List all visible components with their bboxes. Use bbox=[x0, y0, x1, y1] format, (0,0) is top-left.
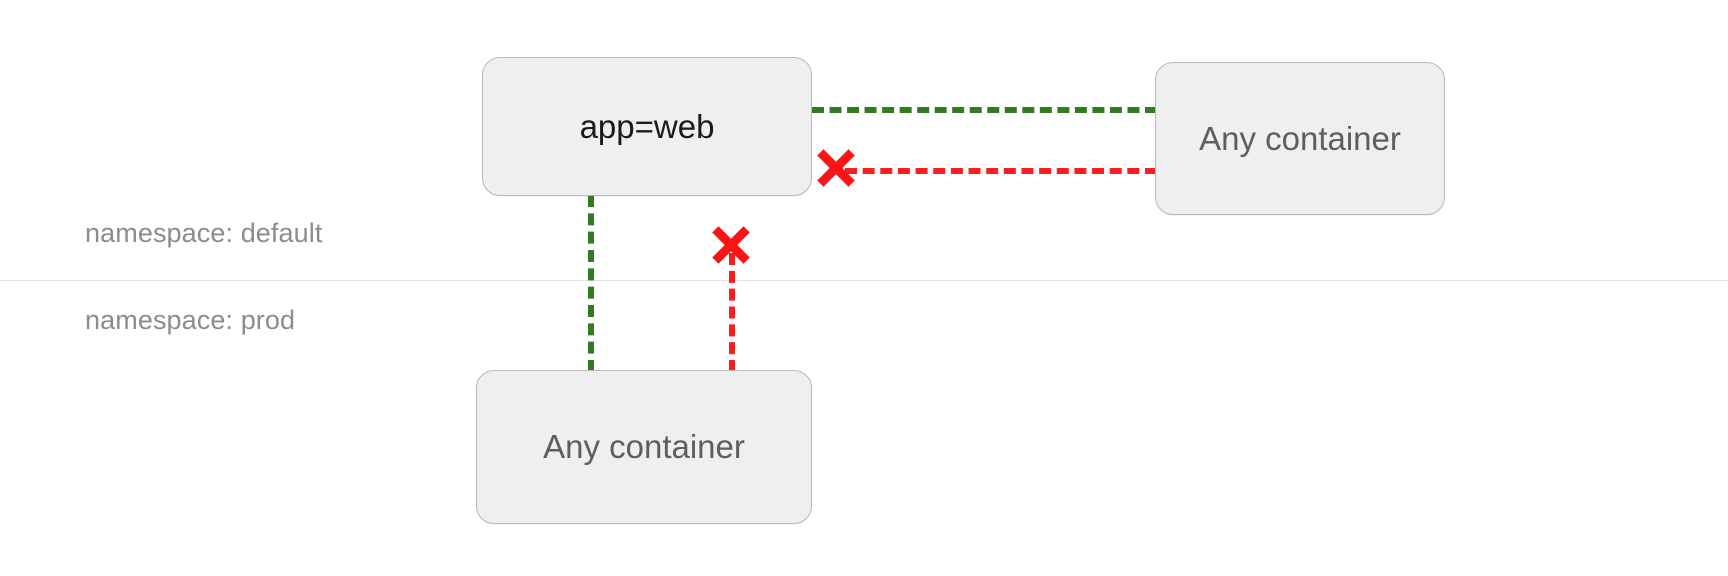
node-peer-same-namespace[interactable]: Any container bbox=[1155, 62, 1445, 215]
block-x-icon bbox=[814, 146, 858, 190]
edge-deny-cross-namespace bbox=[729, 253, 735, 372]
namespace-label-prod: namespace: prod bbox=[85, 305, 296, 335]
namespace-band-divider bbox=[0, 280, 1728, 281]
block-x-icon bbox=[709, 223, 753, 267]
edge-deny-same-namespace bbox=[845, 168, 1157, 174]
namespace-label-default: namespace: default bbox=[85, 218, 323, 248]
node-peer-other-namespace[interactable]: Any container bbox=[476, 370, 812, 524]
node-selector-app-web[interactable]: app=web bbox=[482, 57, 812, 196]
node-peer-same-namespace-label: Any container bbox=[1199, 119, 1401, 157]
node-selector-label: app=web bbox=[579, 107, 715, 145]
edge-allow-cross-namespace bbox=[588, 195, 594, 372]
edge-allow-same-namespace bbox=[812, 107, 1157, 113]
node-peer-other-namespace-label: Any container bbox=[543, 428, 745, 465]
